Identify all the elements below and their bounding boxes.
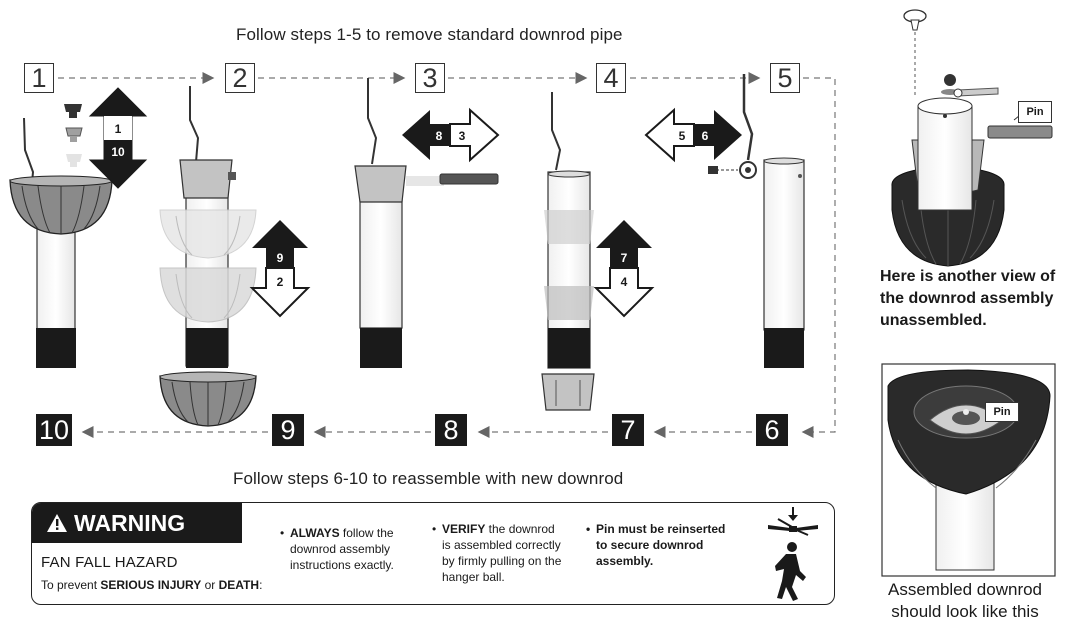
bullet-verify-text-2: is assembled correctly bbox=[442, 538, 561, 552]
bullet-always-text-3: instructions exactly. bbox=[290, 558, 394, 572]
bullet-verify-text-4: hanger ball. bbox=[442, 570, 505, 584]
warning-bullet-verify: • VERIFY the downrod is assembled correc… bbox=[432, 522, 562, 584]
bullet-pin-text-1: Pin must be reinserted bbox=[596, 522, 726, 536]
arrow-5-left-label: 5 bbox=[679, 129, 686, 143]
arrow-4-top-label: 7 bbox=[621, 251, 628, 265]
step-5-figure: 5 6 bbox=[644, 74, 805, 368]
bullet-always-bold: ALWAYS bbox=[290, 526, 340, 540]
step-3-box: 3 bbox=[415, 63, 445, 93]
step-4-figure: 7 4 bbox=[541, 92, 655, 411]
caption-unassembled-line-2: the downrod assembly bbox=[880, 290, 1054, 307]
warning-panel: WARNING FAN FALL HAZARD To prevent SERIO… bbox=[31, 502, 835, 605]
step-2-figure: 9 2 bbox=[159, 86, 311, 427]
warning-bullet-always: • ALWAYS follow the downrod assembly ins… bbox=[280, 526, 394, 572]
hazard-title: FAN FALL HAZARD bbox=[41, 554, 178, 571]
hazard-desc-or: or bbox=[201, 578, 219, 592]
arrow-3-right-label: 3 bbox=[459, 129, 466, 143]
heading-reassemble: Follow steps 6-10 to reassemble with new… bbox=[233, 469, 624, 488]
step-1-box: 1 bbox=[24, 63, 54, 93]
heading-remove: Follow steps 1-5 to remove standard down… bbox=[236, 25, 623, 44]
arrow-4-bottom-label: 4 bbox=[621, 275, 628, 289]
arrow-1-top-label: 1 bbox=[115, 122, 122, 136]
arrow-3-left-label: 8 bbox=[436, 129, 443, 143]
arrow-5-right-label: 6 bbox=[702, 129, 709, 143]
arrow-1-bottom-label: 10 bbox=[111, 145, 125, 159]
hazard-description: To prevent SERIOUS INJURY or DEATH: bbox=[41, 578, 262, 592]
caption-unassembled-line-3: unassembled. bbox=[880, 312, 987, 329]
step-8-box: 8 bbox=[435, 414, 467, 446]
bullet-verify-text-1: the downrod bbox=[485, 522, 555, 536]
step-3-figure: 8 3 bbox=[354, 78, 500, 368]
hazard-desc-colon: : bbox=[259, 578, 263, 592]
step-5-box: 5 bbox=[770, 63, 800, 93]
caption-assembled-line-2: should look like this bbox=[891, 602, 1039, 621]
warning-triangle-icon bbox=[46, 513, 68, 533]
caption-assembled: Assembled downrod should look like this bbox=[886, 579, 1044, 623]
bullet-always-text-2: downrod assembly bbox=[290, 542, 391, 556]
pin-label-assembled: Pin bbox=[985, 402, 1019, 422]
falling-fan-person-icon bbox=[768, 507, 818, 601]
step-2-box: 2 bbox=[225, 63, 255, 93]
side-view-assembled bbox=[881, 363, 1056, 577]
bullet-pin-text-3: assembly. bbox=[596, 554, 654, 568]
bullet-verify-bold: VERIFY bbox=[442, 522, 486, 536]
pin-label-unassembled: Pin bbox=[1018, 101, 1052, 123]
bullet-pin-text-2: to secure downrod bbox=[596, 538, 704, 552]
step-4-box: 4 bbox=[596, 63, 626, 93]
warning-bullet-pin: • Pin must be reinserted to secure downr… bbox=[586, 522, 726, 568]
hazard-desc-serious-injury: SERIOUS INJURY bbox=[100, 578, 202, 592]
step-7-box: 7 bbox=[612, 414, 644, 446]
step-1-figure: 1 10 bbox=[9, 87, 148, 368]
step-9-box: 9 bbox=[272, 414, 304, 446]
warning-title: WARNING bbox=[74, 509, 186, 536]
bullet-always-text-1: follow the bbox=[339, 526, 394, 540]
caption-unassembled-line-1: Here is another view of bbox=[880, 268, 1056, 285]
side-view-unassembled bbox=[891, 9, 1053, 267]
step-10-box: 10 bbox=[36, 414, 72, 446]
bullet-verify-text-3: by firmly pulling on the bbox=[442, 554, 562, 568]
arrow-2-top-label: 9 bbox=[277, 251, 284, 265]
arrow-2-bottom-label: 2 bbox=[277, 275, 284, 289]
connectors-top bbox=[58, 72, 836, 438]
hazard-desc-prefix: To prevent bbox=[41, 578, 101, 592]
step-6-box: 6 bbox=[756, 414, 788, 446]
warning-header: WARNING bbox=[32, 503, 242, 543]
caption-assembled-line-1: Assembled downrod bbox=[887, 580, 1043, 599]
caption-unassembled: Here is another view of the downrod asse… bbox=[880, 266, 1055, 332]
hazard-desc-death: DEATH bbox=[218, 578, 260, 592]
